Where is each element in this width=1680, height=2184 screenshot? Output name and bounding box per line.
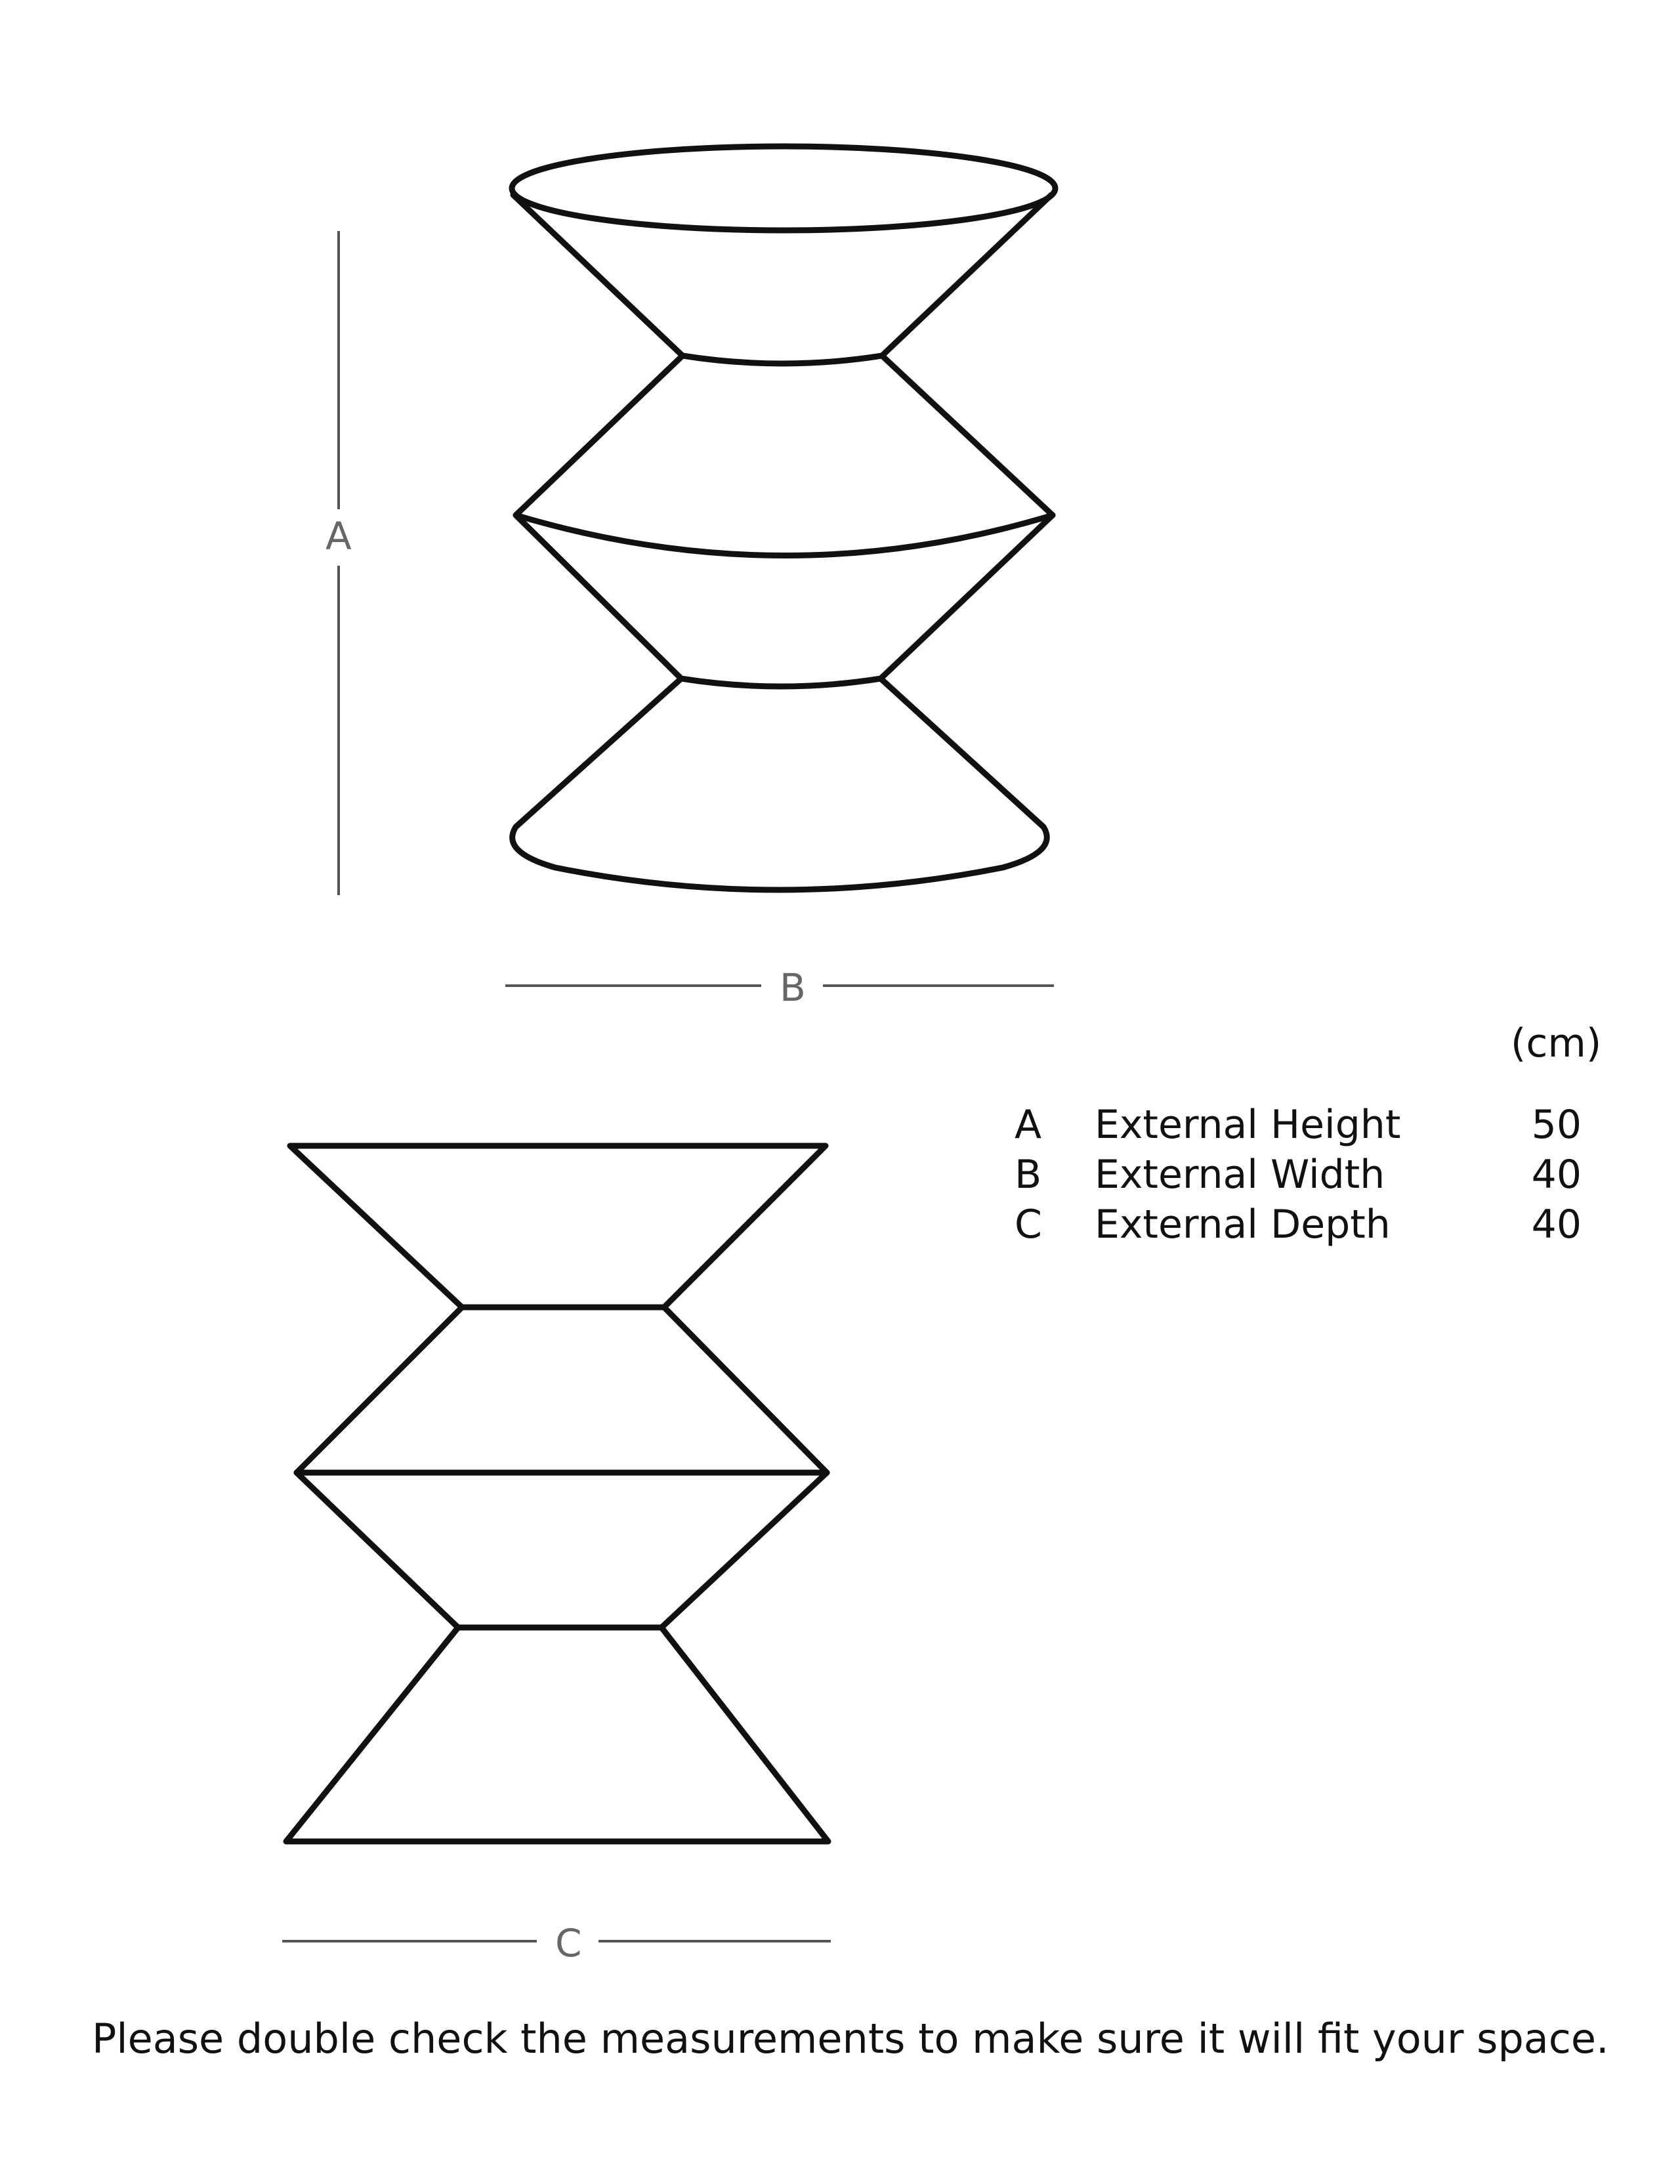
spec-row-name: External Width: [1095, 1152, 1385, 1198]
side-middle-lower-section: [293, 1469, 830, 1631]
dimension-c-label: C: [555, 1921, 582, 1965]
spec-row-value: 40: [1531, 1152, 1582, 1198]
spec-row-value: 50: [1531, 1102, 1582, 1148]
side-base-section: [283, 1624, 831, 1845]
dimension-b-label: B: [780, 965, 806, 1010]
upper-bell-outline: [513, 352, 1056, 558]
upper-cone-outline: [510, 192, 1055, 367]
lower-bell-outline: [509, 675, 1050, 893]
spec-row-name: External Height: [1095, 1102, 1401, 1148]
dimension-a-label: A: [326, 514, 352, 558]
spec-row-value: 40: [1531, 1202, 1582, 1248]
lower-cone-outline: [513, 512, 1056, 690]
stool-side-view: [283, 1143, 831, 1845]
spec-row-letter: C: [1015, 1202, 1042, 1248]
stool-perspective-view: [509, 143, 1059, 893]
unit-label: (cm): [1511, 1020, 1602, 1066]
spec-row-letter: A: [1015, 1102, 1042, 1148]
footer-note: Please double check the measurements to …: [92, 2015, 1609, 2063]
side-middle-upper-section: [293, 1304, 830, 1476]
side-upper-section: [287, 1143, 829, 1311]
spec-row-letter: B: [1015, 1152, 1042, 1198]
top-surface-ellipse: [509, 143, 1059, 234]
spec-row-name: External Depth: [1095, 1202, 1391, 1248]
